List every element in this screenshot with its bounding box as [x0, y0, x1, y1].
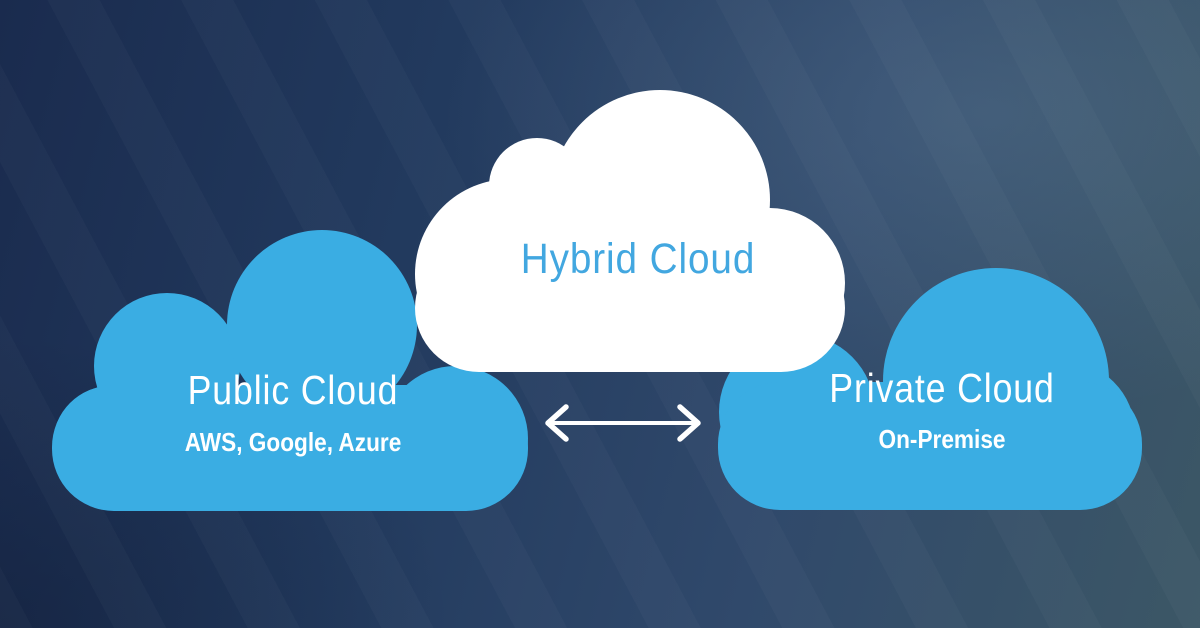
hybrid-cloud: Hybrid Cloud	[415, 86, 845, 372]
cloud-base	[718, 382, 1142, 510]
public-cloud-sublabel: AWS, Google, Azure	[184, 427, 402, 458]
private-cloud: Private Cloud On-Premise	[718, 268, 1142, 510]
private-cloud-label: Private Cloud	[829, 365, 1055, 411]
public-cloud-label: Public Cloud	[187, 367, 399, 413]
cloud-base	[415, 244, 845, 372]
public-cloud: Public Cloud AWS, Google, Azure	[52, 230, 528, 511]
hybrid-cloud-label: Hybrid Cloud	[520, 235, 756, 283]
cloud-base	[52, 385, 528, 511]
bidirectional-arrow-icon	[545, 404, 701, 442]
private-cloud-sublabel: On-Premise	[878, 424, 1006, 455]
